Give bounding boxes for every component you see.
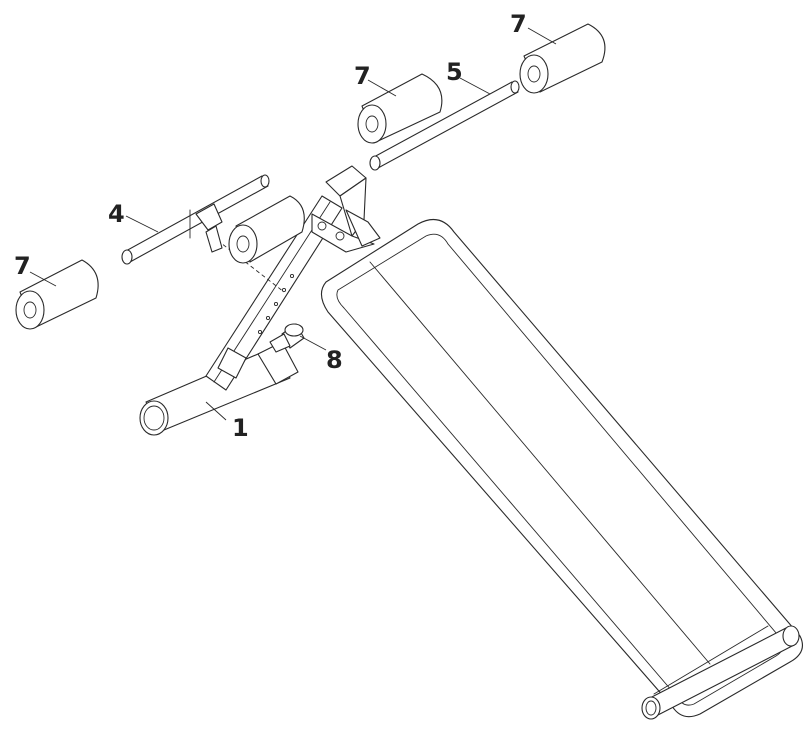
top-bracket — [311, 165, 381, 253]
adjustable-upright — [205, 195, 343, 391]
alignment-line — [211, 235, 285, 293]
adjustment-knob — [269, 323, 305, 353]
callout-base-tube: 1 — [232, 414, 249, 442]
base-tube — [139, 341, 299, 436]
leader-lines — [29, 27, 557, 421]
left-pad — [15, 259, 99, 330]
bench-board — [320, 218, 803, 718]
callout-pad-top-right: 7 — [510, 10, 527, 38]
upright-pad — [228, 195, 305, 264]
rear-support-bar — [641, 625, 800, 720]
callout-rod-left: 4 — [108, 200, 125, 228]
left-rod — [121, 174, 270, 265]
callout-knob: 8 — [326, 346, 343, 374]
top-middle-pad — [357, 73, 443, 144]
top-right-pad — [519, 23, 606, 94]
callout-pad-left: 7 — [14, 252, 31, 280]
callout-rod-top: 5 — [446, 58, 463, 86]
top-rod — [369, 80, 520, 171]
callout-pad-top-middle: 7 — [354, 62, 371, 90]
